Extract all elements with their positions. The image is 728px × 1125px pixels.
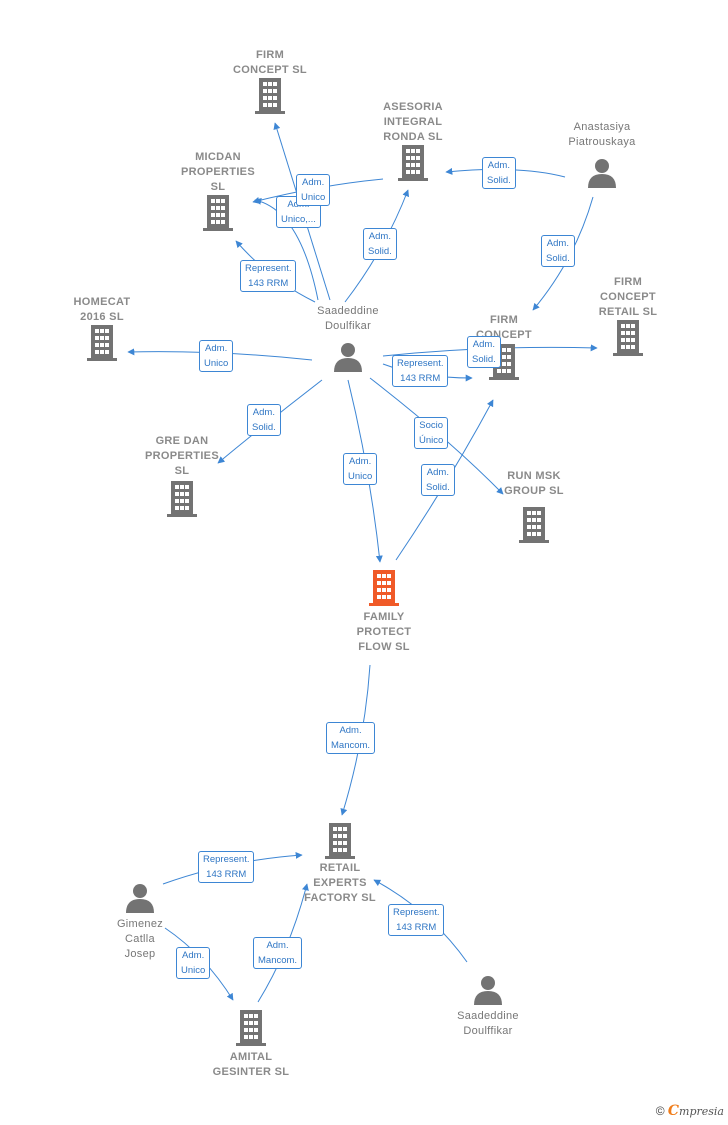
building-icon (398, 145, 428, 181)
node-family-protect-flow[interactable]: FAMILY PROTECT FLOW SL (334, 570, 434, 655)
building-icon (613, 320, 643, 356)
node-gre-dan[interactable]: GRE DAN PROPERTIES SL (134, 434, 230, 517)
edge-saad-micdan-long (254, 197, 319, 301)
edge-label: Adm. Solid. (482, 157, 516, 189)
person-icon (474, 976, 502, 1005)
building-icon (167, 481, 197, 517)
node-gimenez[interactable]: Gimenez Catlla Josep (90, 883, 190, 962)
edge-label: Adm. Unico (199, 340, 234, 372)
building-icon (236, 1010, 266, 1046)
node-run-msk[interactable]: RUN MSK GROUP SL (486, 469, 582, 543)
edge-label: Adm. Unico (176, 947, 211, 979)
person-icon (334, 343, 362, 372)
building-icon (87, 325, 117, 361)
edge-label: Represent. 143 RRM (240, 260, 297, 292)
node-firm-concept[interactable]: FIRM CONCEPT SL (222, 48, 318, 114)
node-asesoria[interactable]: ASESORIA INTEGRAL RONDA SL (365, 100, 461, 181)
edge-label: Adm. Solid. (421, 464, 455, 496)
person-icon (588, 159, 616, 188)
building-icon (369, 570, 399, 606)
node-anastasiya[interactable]: Anastasiya Piatrouskaya (552, 120, 652, 188)
node-homecat[interactable]: HOMECAT 2016 SL (54, 295, 150, 361)
building-icon (203, 195, 233, 231)
building-icon (325, 823, 355, 859)
edge-label: Adm. Unico (296, 174, 331, 206)
copyright-symbol: © (655, 1104, 665, 1118)
node-retail-experts-factory[interactable]: RETAIL EXPERTS FACTORY SL (290, 823, 390, 906)
edge-label: Represent. 143 RRM (392, 355, 449, 387)
person-icon (126, 884, 154, 913)
building-icon (519, 507, 549, 543)
edge-label: Socio Único (414, 417, 449, 449)
node-saadeddine-doulfikar[interactable]: Saadeddine Doulfikar (298, 304, 398, 372)
credit: © Cmpresia (656, 1103, 724, 1119)
edge-label: Adm. Unico (343, 453, 378, 485)
edge-label: Adm. Mancom. (326, 722, 376, 754)
edge-label: Represent. 143 RRM (198, 851, 255, 883)
edge-label: Adm. Mancom. (253, 937, 303, 969)
edge-label: Adm. Solid. (363, 228, 397, 260)
edge-label: Adm. Solid. (467, 336, 501, 368)
edge-label: Represent. 143 RRM (388, 904, 445, 936)
building-icon (255, 78, 285, 114)
edge-label: Adm. Solid. (541, 235, 575, 267)
node-amital-gesinter[interactable]: AMITAL GESINTER SL (196, 1010, 306, 1080)
node-micdan[interactable]: MICDAN PROPERTIES SL (170, 150, 266, 231)
node-saadeddine-doulffikar[interactable]: Saadeddine Doulffikar (438, 975, 538, 1039)
brand-logo: Cmpresia (667, 1103, 724, 1119)
node-firm-concept-retail[interactable]: FIRM CONCEPT RETAIL SL (580, 275, 676, 356)
edge-label: Adm. Solid. (247, 404, 281, 436)
